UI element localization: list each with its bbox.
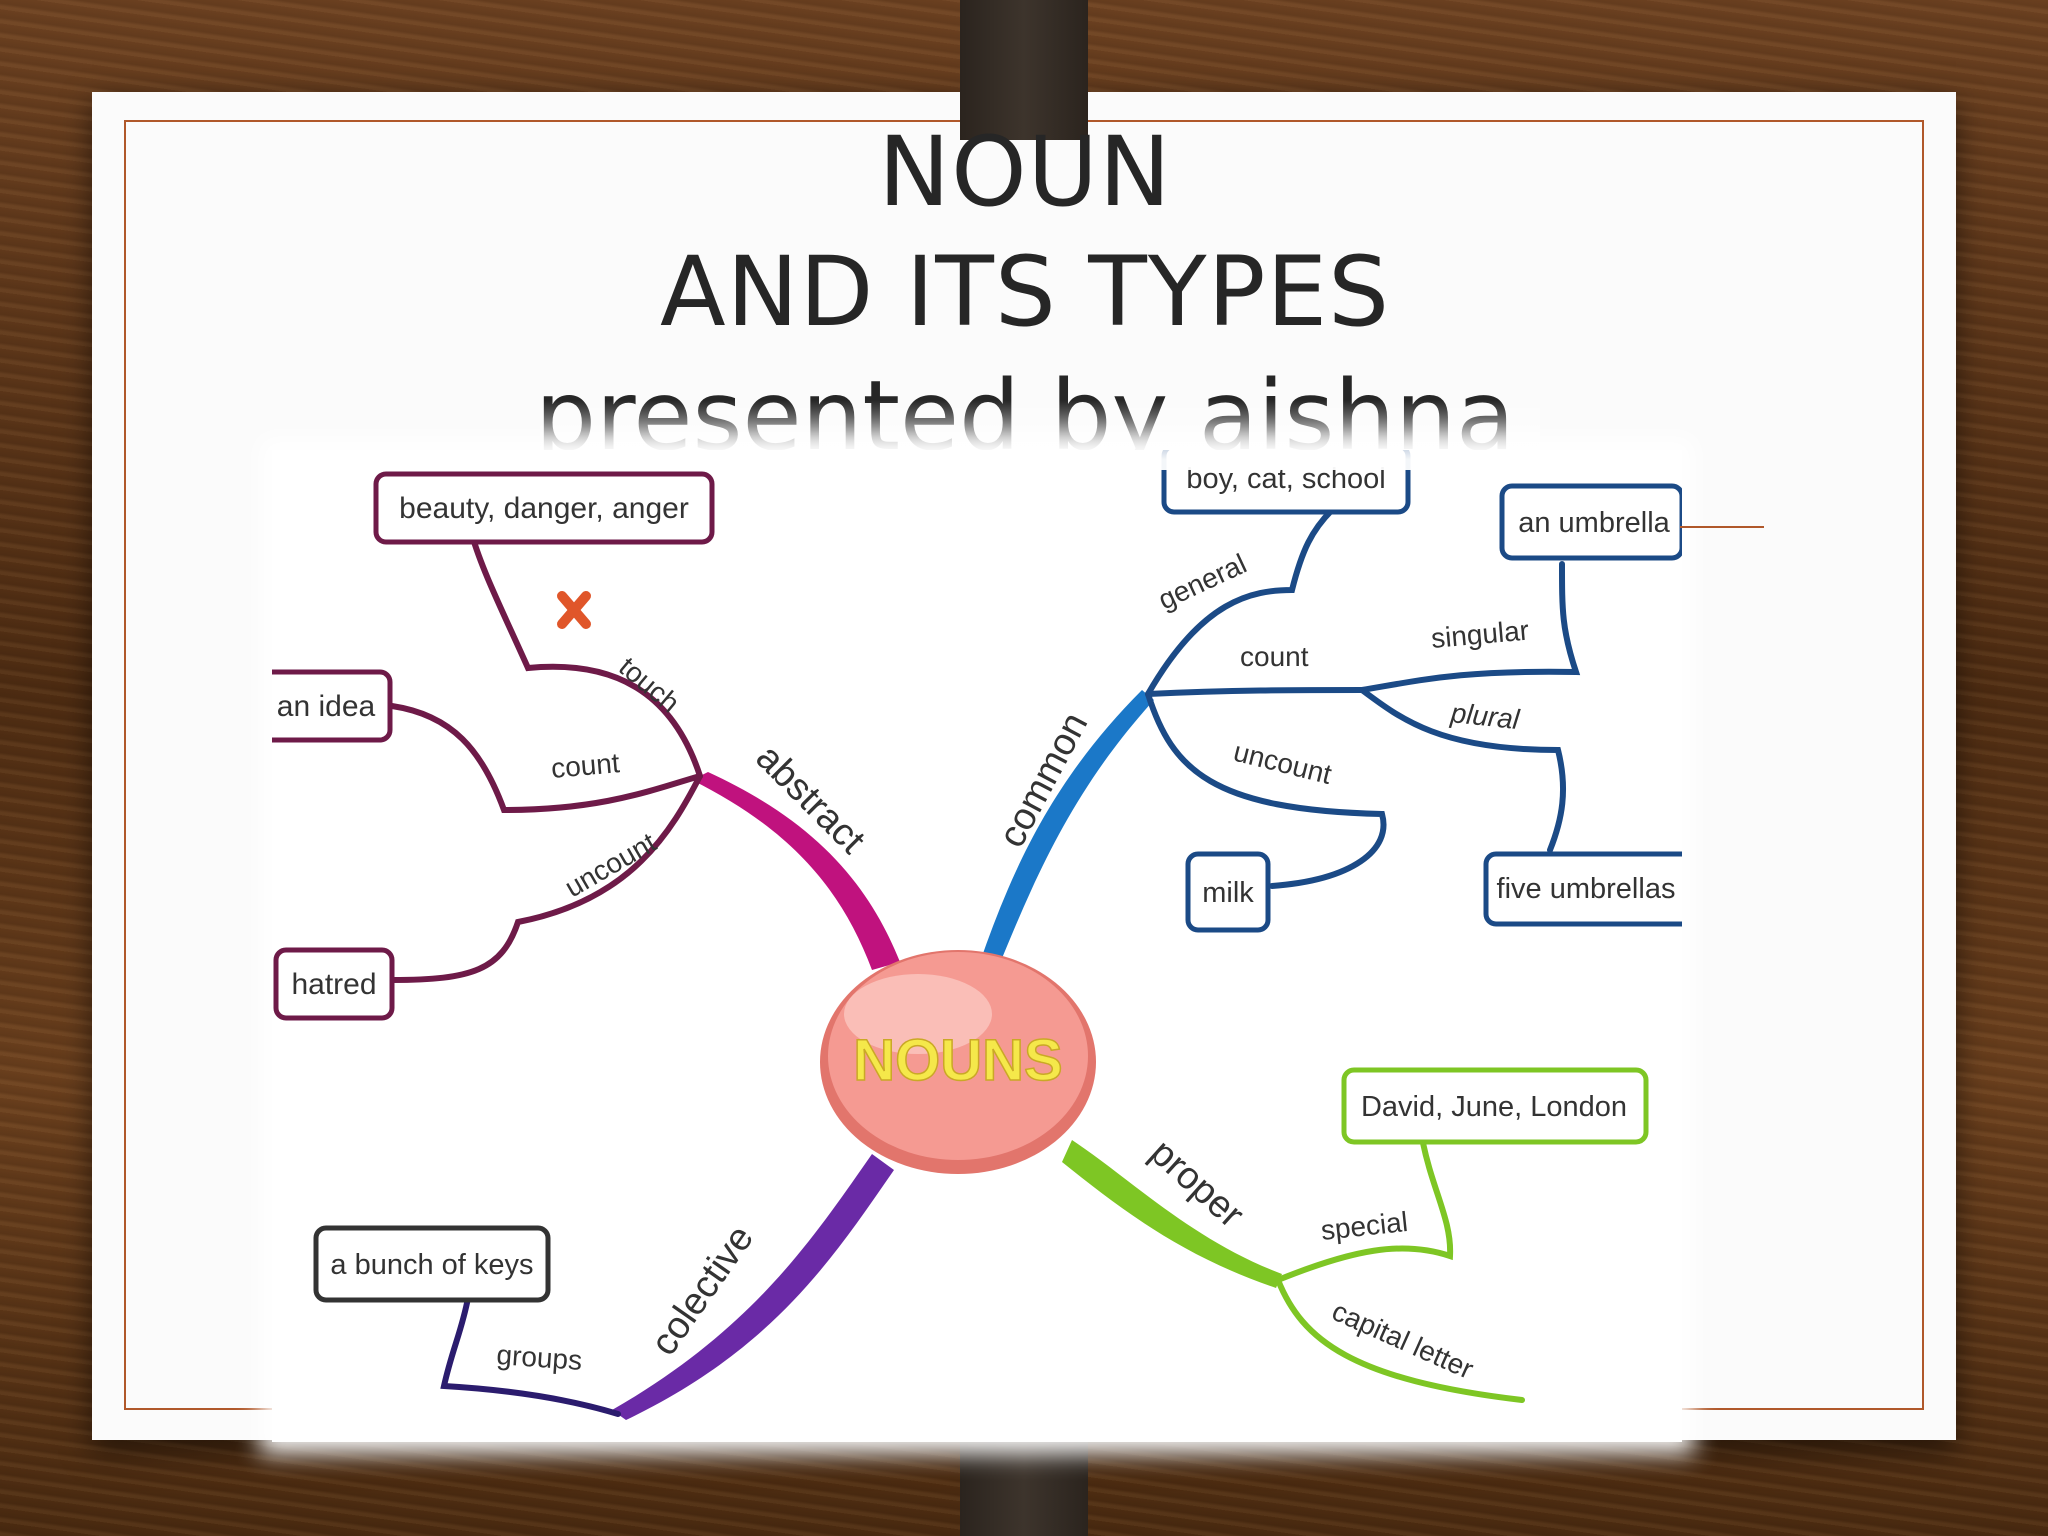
box-five-umbrellas: five umbrellas	[1483, 851, 1682, 927]
box-an-umbrella: an umbrella	[1499, 483, 1682, 561]
text-david-june-london: David, June, London	[1361, 1091, 1627, 1123]
box-milk: milk	[1185, 851, 1271, 933]
connector-proper-special	[1275, 1135, 1454, 1283]
text-milk: milk	[1202, 877, 1254, 909]
connector-proper-capital	[1275, 1277, 1525, 1403]
connector-common-general	[1145, 507, 1335, 697]
label-general: general	[1153, 548, 1251, 616]
connector-count-plural	[1359, 687, 1567, 853]
accent-line	[1680, 526, 1764, 528]
connector-collective-groups	[440, 1295, 621, 1417]
text-an-umbrella: an umbrella	[1518, 507, 1670, 539]
label-singular: singular	[1430, 615, 1530, 654]
branch-abstract	[692, 772, 900, 970]
cross-icon	[557, 591, 591, 629]
label-abstract-uncount: uncount	[560, 826, 662, 903]
text-hatred: hatred	[291, 968, 376, 1001]
text-five-umbrellas: five umbrellas	[1497, 873, 1676, 905]
hanging-strap-bottom	[960, 1430, 1088, 1536]
center-node: NOUNS	[820, 950, 1096, 1174]
title-fade-overlay	[540, 400, 1540, 470]
label-common-uncount: uncount	[1231, 736, 1335, 790]
label-touch: touch	[613, 651, 685, 719]
hanging-strap-top	[960, 0, 1088, 140]
connector-common-uncount	[1145, 691, 1387, 889]
connector-abstract-uncount	[389, 773, 703, 983]
text-beauty: beauty, danger, anger	[399, 492, 689, 525]
text-an-idea: an idea	[277, 690, 376, 723]
box-hatred: hatred	[273, 947, 395, 1021]
connector-count-singular	[1359, 561, 1581, 693]
title-line-1: NOUN	[878, 116, 1172, 228]
label-special: special	[1319, 1206, 1409, 1246]
branch-common	[980, 690, 1154, 968]
connector-common-count	[1145, 687, 1365, 697]
noun-mind-map: beauty, danger, anger an idea hatred tou…	[272, 450, 1682, 1442]
branch-proper	[1062, 1140, 1282, 1288]
box-bunch-of-keys: a bunch of keys	[313, 1225, 551, 1303]
box-an-idea: an idea	[272, 669, 393, 743]
label-plural: plural	[1448, 697, 1521, 735]
box-david-june-london: David, June, London	[1341, 1067, 1649, 1145]
label-abstract-count: count	[550, 747, 621, 784]
branch-collective	[612, 1154, 894, 1420]
label-groups: groups	[496, 1339, 584, 1376]
connector-abstract-touch	[469, 532, 703, 779]
box-beauty: beauty, danger, anger	[373, 471, 715, 545]
connector-abstract-count	[389, 703, 703, 814]
text-bunch-of-keys: a bunch of keys	[330, 1249, 533, 1281]
label-common-count: count	[1240, 641, 1309, 672]
label-capital-letter: capital letter	[1328, 1295, 1479, 1385]
title-line-2: AND ITS TYPES	[659, 236, 1391, 348]
center-node-label: NOUNS	[853, 1028, 1062, 1093]
